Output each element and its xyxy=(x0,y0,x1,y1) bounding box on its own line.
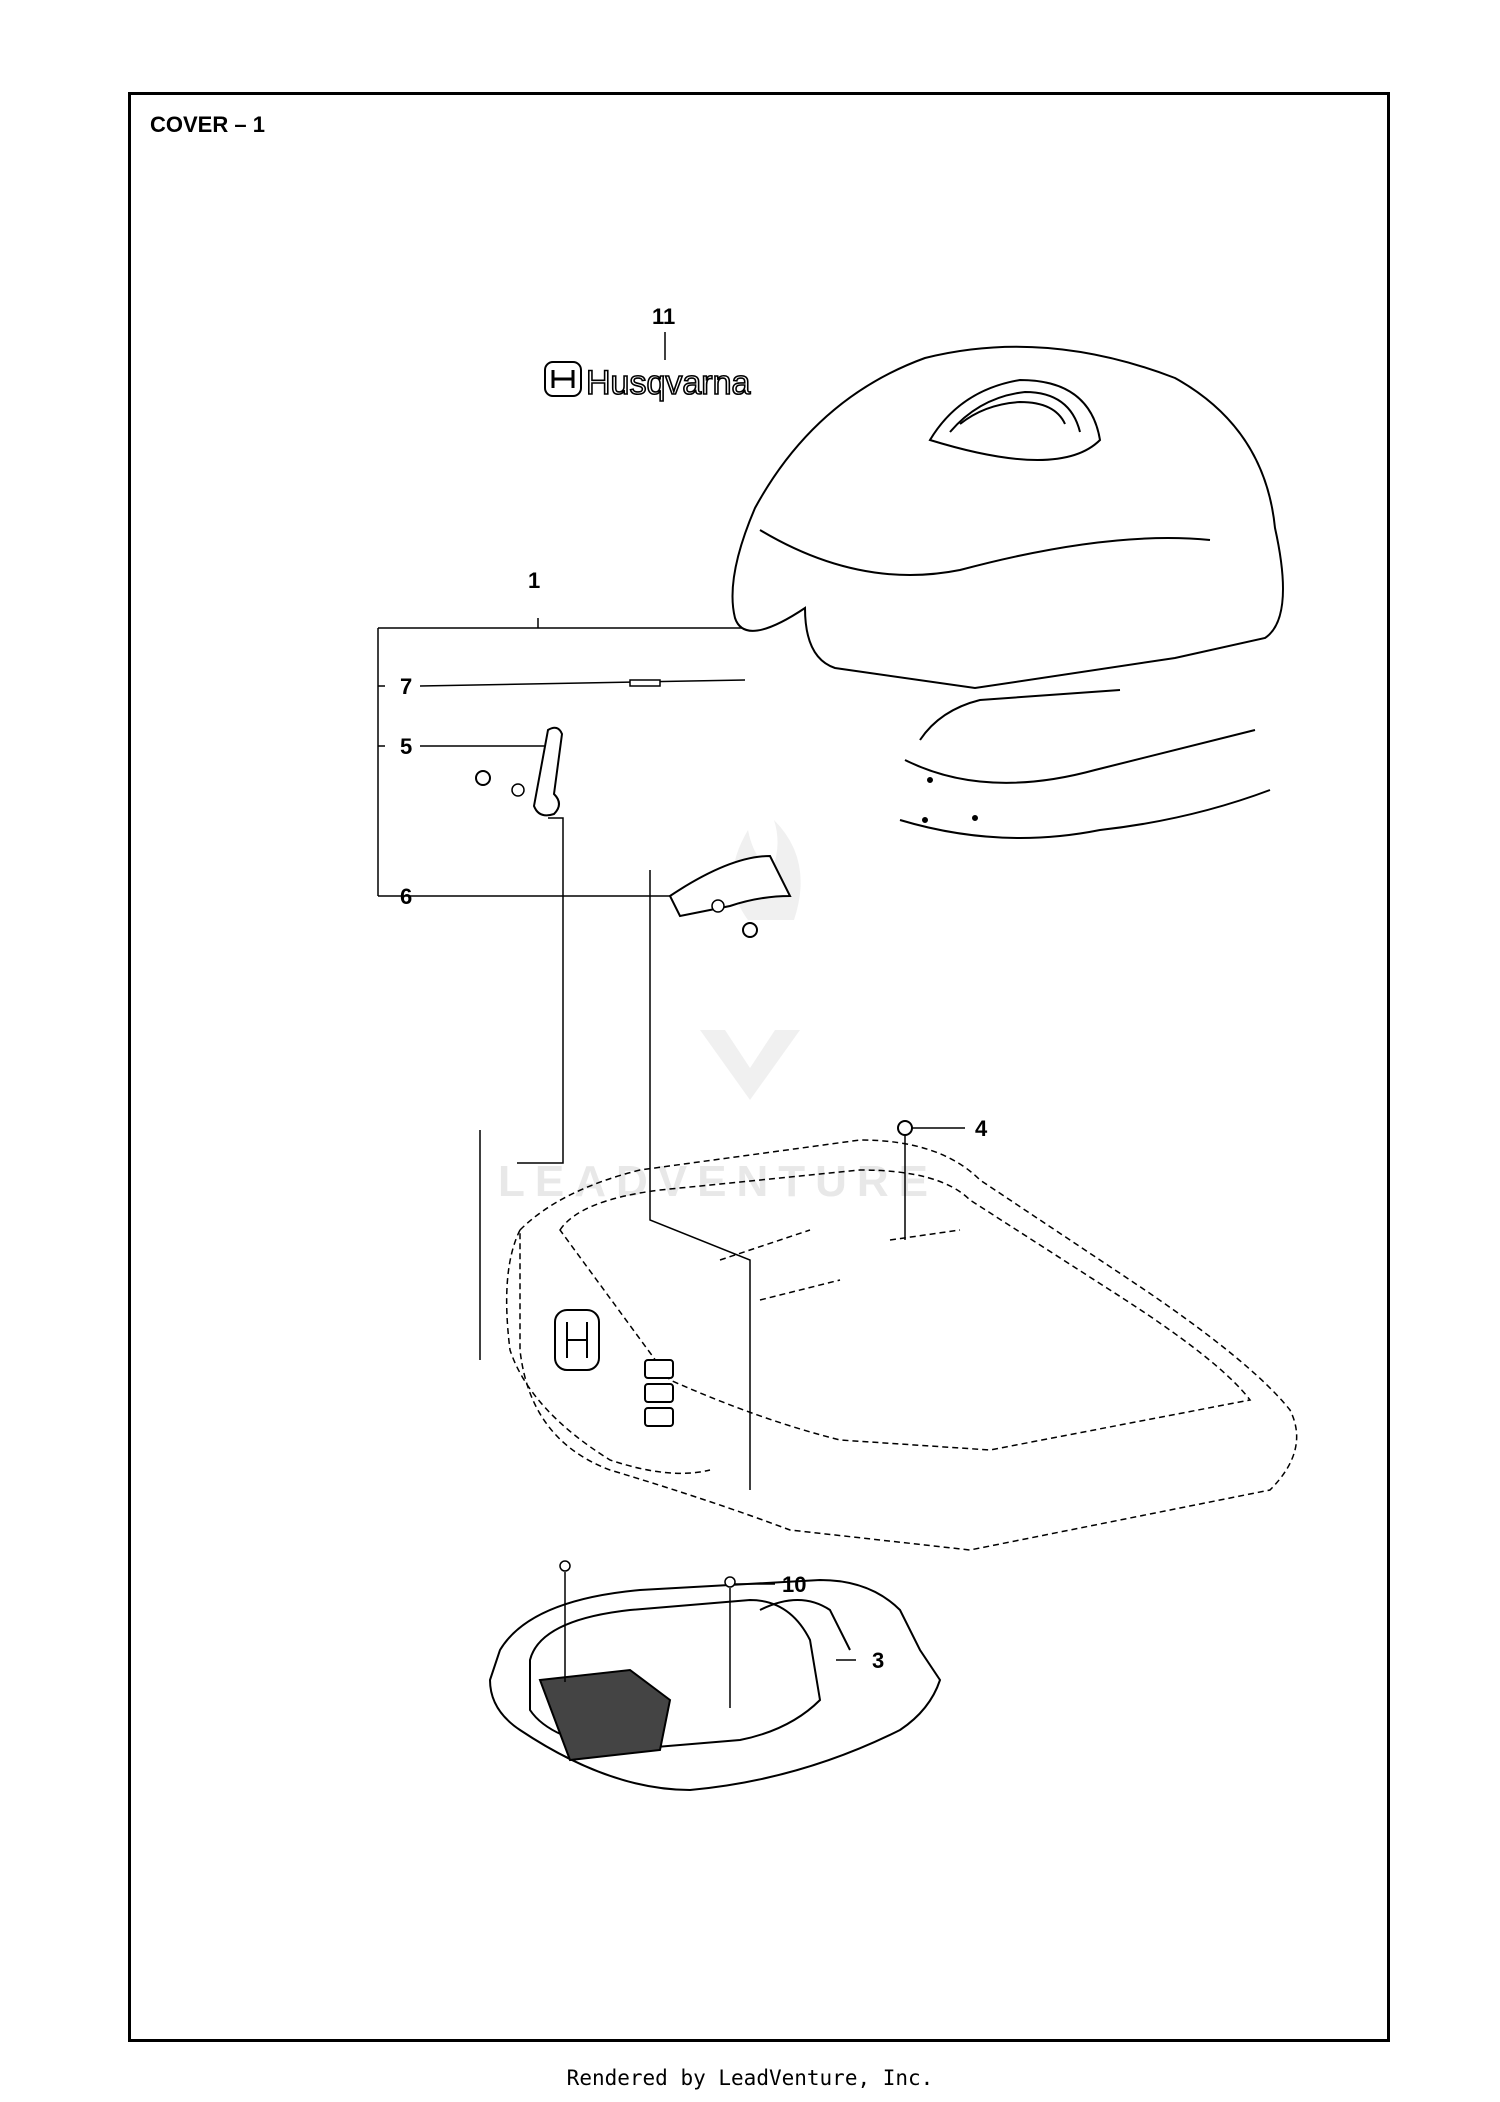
chassis-logo xyxy=(554,1309,674,1427)
callout-1: 1 xyxy=(528,568,540,593)
watermark-text: LEADVENTURE xyxy=(498,1157,938,1206)
callout-10: 10 xyxy=(782,1572,806,1597)
diagram-frame xyxy=(128,92,1390,2042)
decal-brand-text: Husqvarna xyxy=(586,364,751,402)
callout-11: 11 xyxy=(652,304,675,329)
part-6-bracket xyxy=(668,854,792,918)
callout-7: 7 xyxy=(400,674,412,699)
callout-4: 4 xyxy=(975,1116,988,1141)
part-5-bracket xyxy=(532,726,564,817)
callout-6: 6 xyxy=(400,884,412,909)
chassis-frame-dashed xyxy=(505,1139,1298,1551)
callout-3: 3 xyxy=(872,1648,884,1673)
part-1-top-cover xyxy=(731,345,1284,839)
footer-credit: Rendered by LeadVenture, Inc. xyxy=(566,2066,934,2090)
part-7-clip xyxy=(629,679,661,687)
part-11-decal: Husqvarna xyxy=(544,361,751,403)
callout-5: 5 xyxy=(400,734,412,759)
part-3-base-cover xyxy=(488,1578,942,1792)
part-4-fastener xyxy=(897,1120,913,1136)
page-title: COVER – 1 xyxy=(150,112,265,137)
